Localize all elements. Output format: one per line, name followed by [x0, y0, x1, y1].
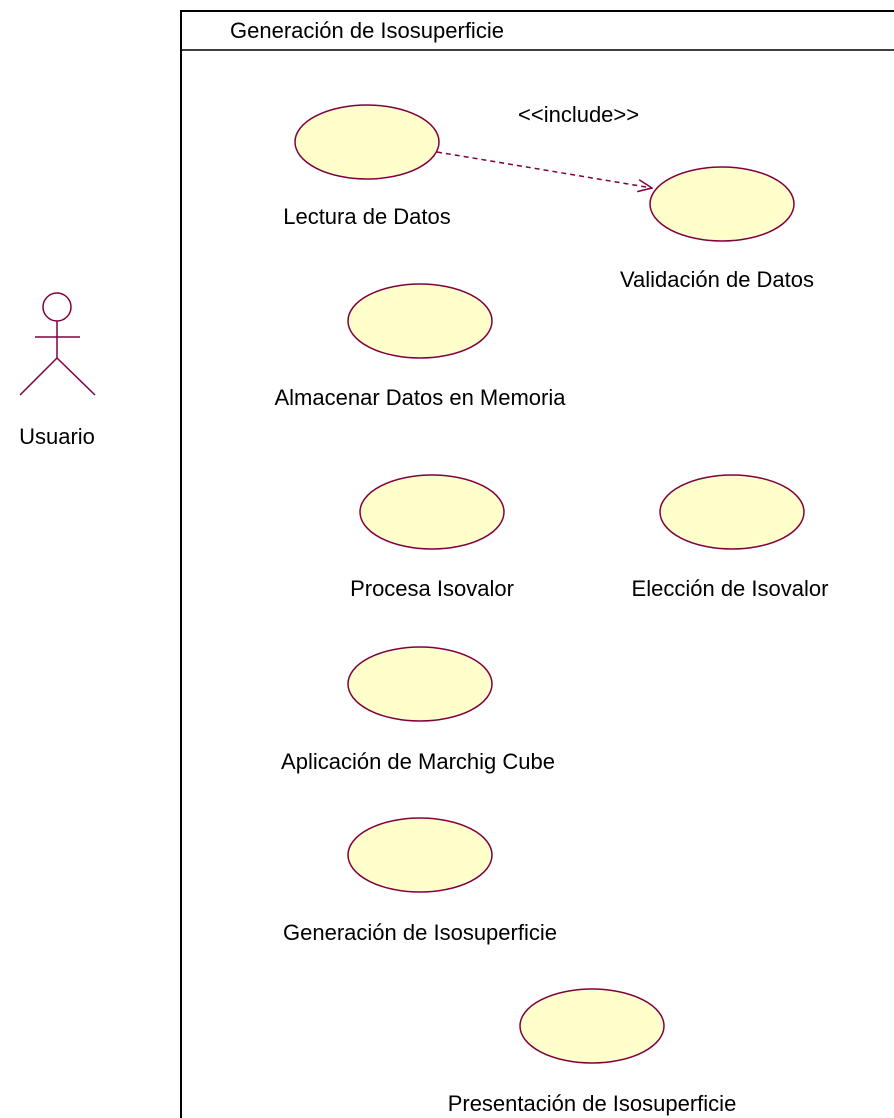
- use-case-ellipse: [649, 166, 795, 242]
- system-boundary-frame: [180, 10, 894, 1118]
- system-title: Generación de Isosuperficie: [230, 18, 504, 43]
- actor-right-leg: [56, 357, 96, 396]
- use-case-almacenar[interactable]: Almacenar Datos en Memoria: [274, 283, 566, 410]
- use-case-lectura[interactable]: Lectura de Datos: [283, 104, 451, 229]
- use-case-procesa[interactable]: Procesa Isovalor: [350, 474, 514, 601]
- use-case-label: Aplicación de Marchig Cube: [281, 749, 555, 774]
- use-case-ellipse: [347, 646, 493, 722]
- use-case-marching[interactable]: Aplicación de Marchig Cube: [281, 646, 555, 774]
- use-case-eleccion[interactable]: Elección de Isovalor: [632, 474, 829, 601]
- use-case-generacion[interactable]: Generación de Isosuperficie: [283, 817, 557, 945]
- use-case-label: Validación de Datos: [620, 267, 814, 292]
- actor-usuario[interactable]: Usuario: [19, 292, 96, 449]
- use-case-label: Elección de Isovalor: [632, 576, 829, 601]
- actor-left-leg: [19, 357, 58, 396]
- use-case-ellipse: [347, 817, 493, 893]
- actor-head: [42, 292, 72, 322]
- include-relationship: <<include>>: [436, 102, 652, 188]
- use-case-ellipse: [519, 988, 665, 1064]
- use-case-label: Lectura de Datos: [283, 204, 451, 229]
- use-case-label: Generación de Isosuperficie: [283, 920, 557, 945]
- include-stereotype-label: <<include>>: [518, 102, 639, 127]
- use-case-validacion[interactable]: Validación de Datos: [620, 166, 814, 292]
- include-dashed-arrow: [436, 151, 652, 188]
- use-case-label: Presentación de Isosuperficie: [448, 1091, 737, 1116]
- use-case-ellipse: [659, 474, 805, 550]
- use-case-label: Almacenar Datos en Memoria: [274, 385, 566, 410]
- actor-label: Usuario: [19, 424, 95, 449]
- use-case-presentacion[interactable]: Presentación de Isosuperficie: [448, 988, 737, 1116]
- use-case-ellipse: [359, 474, 505, 550]
- use-case-label: Procesa Isovalor: [350, 576, 514, 601]
- system-boundary: Generación de Isosuperficie: [180, 10, 894, 1118]
- use-case-ellipse: [347, 283, 493, 359]
- use-case-ellipse: [294, 104, 440, 180]
